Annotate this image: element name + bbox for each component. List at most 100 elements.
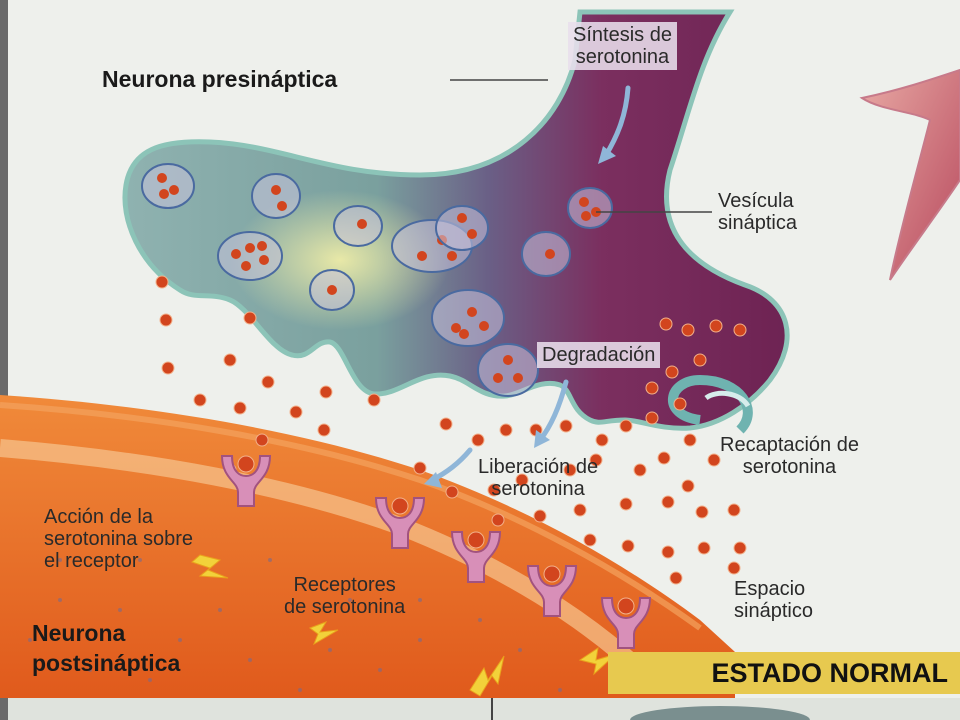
speckle: [348, 598, 352, 602]
serotonin-dot: [319, 385, 333, 399]
speckle: [328, 648, 332, 652]
serotonin-dot: [579, 197, 589, 207]
serotonin-dot: [659, 317, 673, 331]
serotonin-dot: [733, 541, 747, 555]
vesicle: [435, 205, 489, 251]
speckle: [88, 668, 92, 672]
serotonin-dot: [657, 451, 671, 465]
receptor: [450, 531, 502, 583]
serotonin-molecules: [155, 275, 747, 585]
serotonin-dot: [193, 393, 207, 407]
neighbor-cell: [859, 68, 960, 281]
vesicle: [217, 231, 283, 281]
degradation-arrow: [537, 379, 569, 443]
serotonin-dot: [697, 541, 711, 555]
serotonin-dot: [621, 539, 635, 553]
serotonin-dot: [259, 255, 269, 265]
serotonin-dot: [155, 275, 169, 289]
serotonin-dot: [159, 313, 173, 327]
serotonin-dot: [439, 417, 453, 431]
speckle: [148, 678, 152, 682]
serotonin-dot: [681, 479, 695, 493]
receptor: [600, 597, 652, 649]
serotonin-dot: [503, 355, 513, 365]
serotonin-dot: [513, 373, 523, 383]
serotonin-dot: [661, 495, 675, 509]
state-banner: ESTADO NORMAL: [608, 652, 960, 694]
bottom-strip: [0, 698, 960, 720]
serotonin-dot: [707, 453, 721, 467]
serotonin-dot: [317, 423, 331, 437]
speckle: [138, 558, 142, 562]
serotonin-dot: [573, 503, 587, 517]
speckle: [178, 638, 182, 642]
bound-serotonin: [617, 597, 635, 615]
serotonin-dot: [633, 463, 647, 477]
vesicle: [251, 173, 301, 219]
serotonin-dot: [479, 321, 489, 331]
serotonin-dot: [693, 353, 707, 367]
speckle: [558, 688, 562, 692]
serotonin-dot: [727, 503, 741, 517]
serotonin-dot: [157, 173, 167, 183]
serotonin-dot: [563, 463, 577, 477]
serotonin-dot: [245, 243, 255, 253]
serotonin-dot: [545, 249, 555, 259]
speckle: [218, 608, 222, 612]
speckle: [418, 598, 422, 602]
receptor: [526, 565, 578, 617]
reuptake-arrow: [704, 390, 751, 408]
serotonin-dot: [257, 241, 267, 251]
serotonin-dot: [559, 419, 573, 433]
serotonin-dot: [709, 319, 723, 333]
serotonin-dot: [223, 353, 237, 367]
speckle: [418, 638, 422, 642]
label-degradation: Degradación: [537, 342, 661, 368]
serotonin-dot: [619, 419, 633, 433]
bound-serotonin: [543, 565, 561, 583]
label-receptor-action: Acción de la serotonina sobre el recepto…: [44, 506, 193, 572]
serotonin-dot: [733, 323, 747, 337]
serotonin-dot: [271, 185, 281, 195]
presynaptic-glow: [230, 190, 450, 330]
serotonin-dot: [683, 433, 697, 447]
serotonin-dot: [581, 211, 591, 221]
serotonin-dot: [645, 411, 659, 425]
serotonin-dot: [661, 545, 675, 559]
speckle: [378, 668, 382, 672]
serotonin-dot: [457, 213, 467, 223]
bound-serotonin: [237, 455, 255, 473]
serotonin-dot: [589, 453, 603, 467]
speckle: [58, 598, 62, 602]
speckle: [28, 638, 32, 642]
serotonin-dot: [467, 307, 477, 317]
serotonin-dot: [161, 361, 175, 375]
release-arrow: [429, 447, 473, 483]
serotonin-dot: [515, 473, 529, 487]
speckle: [58, 558, 62, 562]
receptor: [374, 497, 426, 549]
serotonin-dot: [367, 393, 381, 407]
speckle: [248, 658, 252, 662]
serotonin-receptors: [220, 455, 652, 649]
serotonin-dot: [233, 401, 247, 415]
serotonin-dot: [491, 513, 505, 527]
leader-lines: [450, 79, 712, 213]
serotonin-dot: [451, 323, 461, 333]
serotonin-dot: [669, 571, 683, 585]
speckle: [478, 618, 482, 622]
speckle: [268, 558, 272, 562]
label-presynaptic-neuron: Neurona presináptica: [102, 66, 338, 92]
serotonin-dot: [673, 397, 687, 411]
serotonin-dot: [243, 311, 257, 325]
serotonin-dot: [499, 423, 513, 437]
speckle: [518, 648, 522, 652]
serotonin-dot: [459, 329, 469, 339]
